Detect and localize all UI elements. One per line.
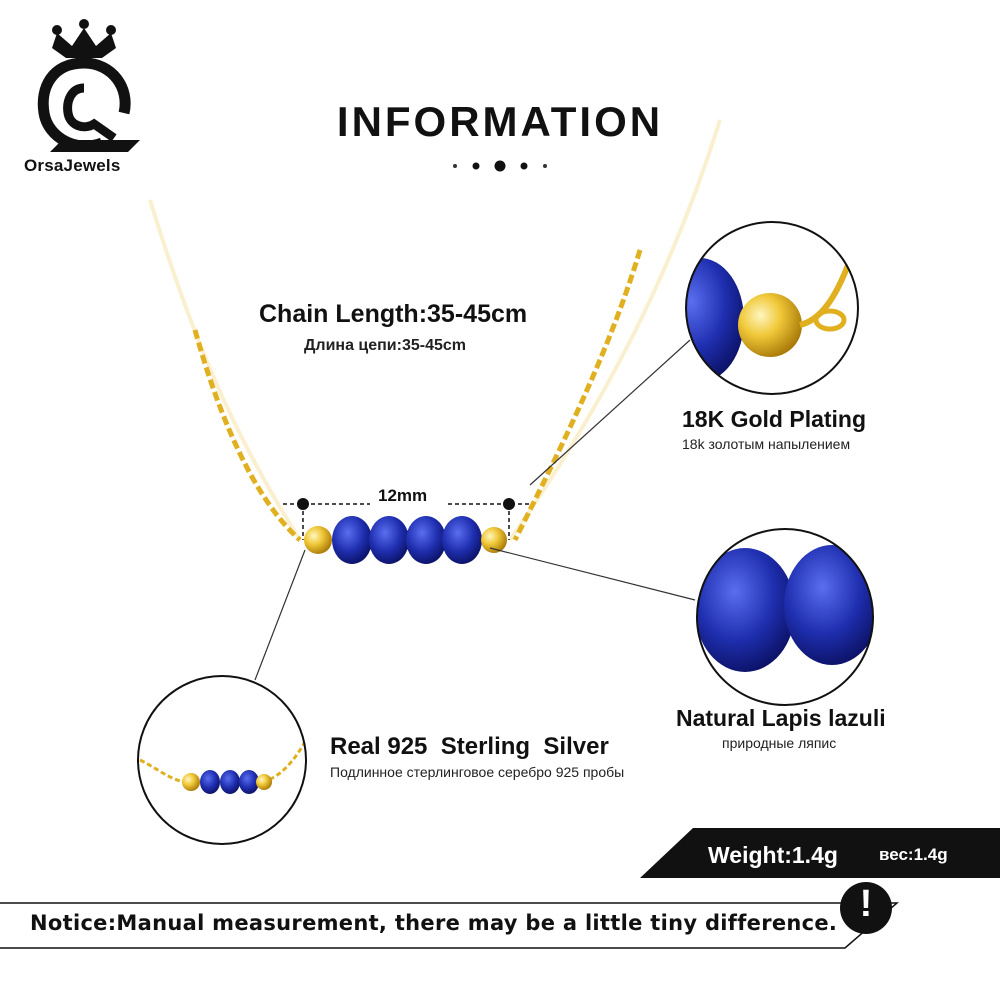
notice-bar: [0, 882, 900, 949]
chain-length-ru: Длина цепи:35-45cm: [304, 337, 467, 354]
carousel-dots: [453, 160, 547, 172]
lapis-zoom: [696, 528, 874, 706]
weight-banner: [640, 828, 1000, 878]
weight-ru: вес:1.4g: [879, 845, 948, 864]
gold-plating-ru: 18k золотым напылением: [682, 436, 851, 452]
dimension-marker: [283, 498, 530, 540]
exclamation-icon: !: [859, 883, 873, 925]
lapis-label: Natural Lapis lazuli: [676, 705, 886, 731]
silver-ru: Подлинное стерлинговое серебро 925 пробы: [330, 764, 625, 780]
dimension-label: 12mm: [378, 486, 428, 505]
page-title: INFORMATION: [336, 98, 664, 145]
notice-text: Notice:Manual measurement, there may be …: [30, 911, 838, 935]
necklace-chain: [192, 249, 643, 542]
brand-name: OrsaJewels: [24, 156, 121, 175]
gold-plating-zoom: [685, 221, 859, 395]
pendant-beads: [304, 516, 507, 564]
brand-logo: [37, 19, 140, 152]
weight-label: Weight:1.4g: [708, 842, 838, 868]
silver-zoom: [137, 675, 307, 845]
chain-length-label: Chain Length:35-45cm: [259, 300, 528, 328]
silver-label: Real 925 Sterling Silver: [330, 733, 609, 760]
lapis-ru: природные ляпис: [722, 735, 837, 751]
gold-plating-label: 18K Gold Plating: [682, 406, 867, 432]
